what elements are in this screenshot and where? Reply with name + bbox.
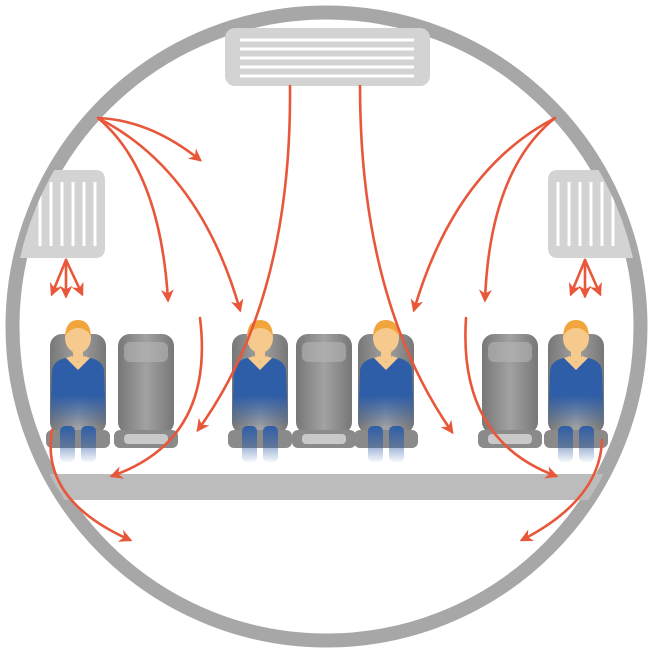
passenger [228,320,292,462]
ceiling-air-vent [225,28,430,86]
fuselage-ring [5,5,648,648]
airflow-arrow [583,258,602,297]
cabin-floor [50,474,610,500]
airflow-arrow [410,116,557,313]
seat-row [46,320,608,462]
airflow-arrow [196,84,292,433]
airflow-arrow [478,116,557,303]
airflow-arrow [96,116,244,313]
airflow-arrow [519,438,604,542]
empty-seat [114,334,178,448]
airflow-arrow [64,258,84,297]
airflow-arrow [109,316,204,479]
airflow-arrow [568,258,587,297]
airflow-arrow [49,258,68,297]
passenger [46,320,110,462]
airflow-arrows [49,84,604,542]
airflow-arrow [96,116,203,162]
passenger [544,320,608,462]
airflow-arrow [464,316,559,479]
empty-seat [292,334,356,448]
airflow-arrow [358,84,454,435]
airflow-arrow [96,116,174,303]
empty-seat [478,334,542,448]
passenger [354,320,418,462]
airflow-arrow [49,428,133,542]
